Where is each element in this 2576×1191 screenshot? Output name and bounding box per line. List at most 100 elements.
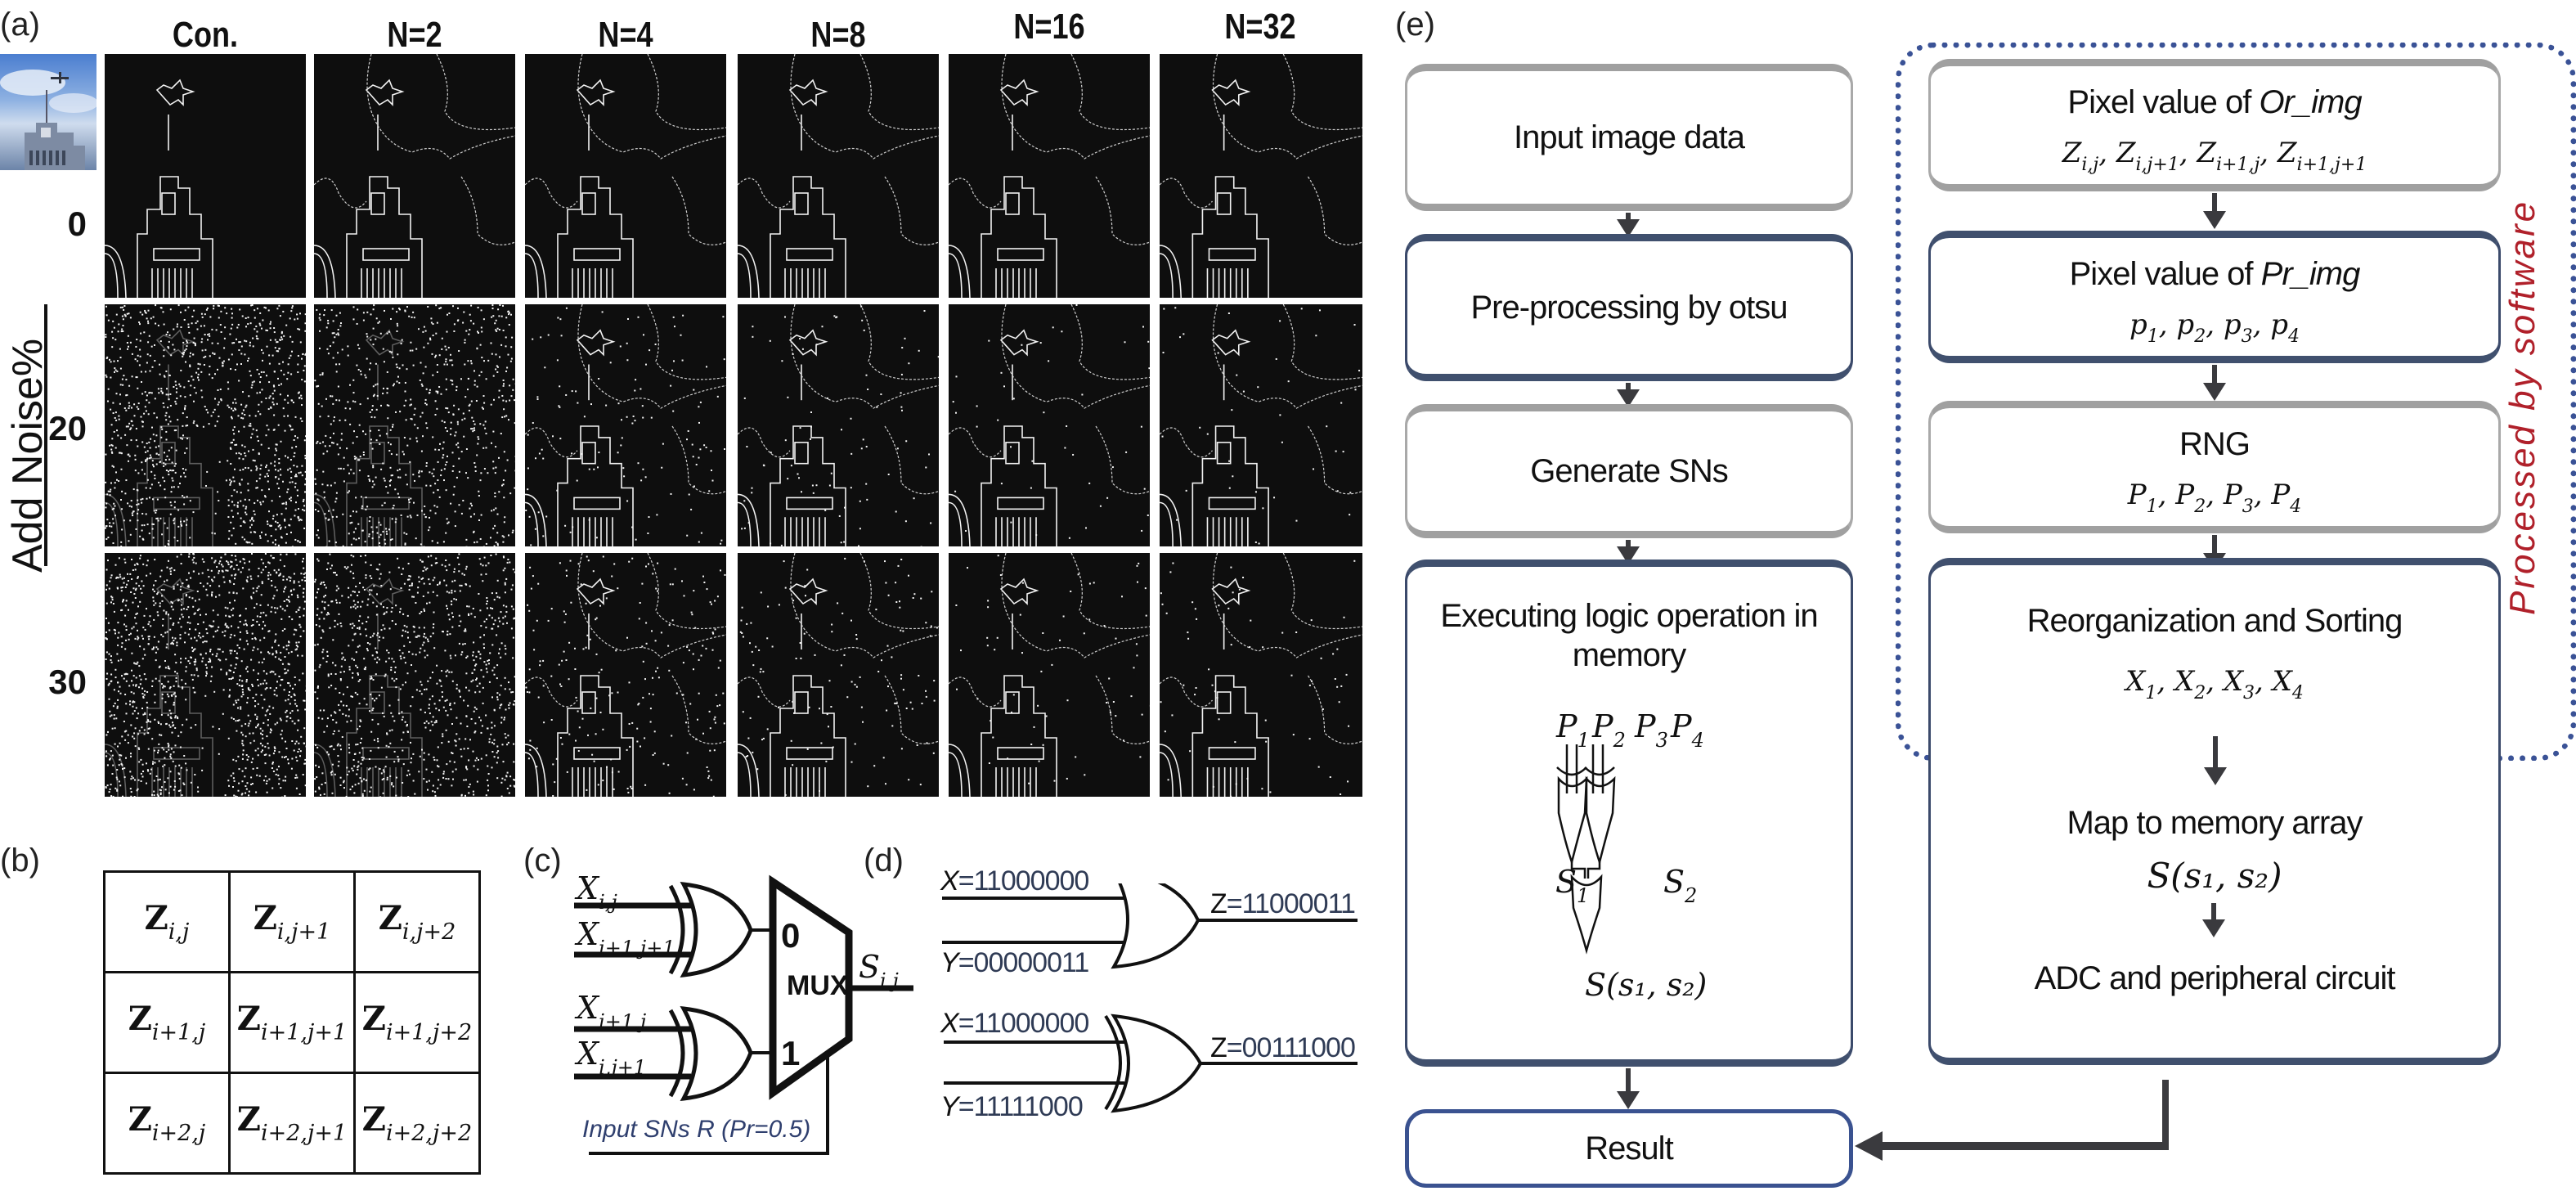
box-math: X1, X2, X3, X4 (1931, 665, 2498, 703)
var-name: Y (940, 1091, 959, 1122)
math-base: P (1671, 708, 1692, 744)
title-italic: Or_img (2259, 84, 2362, 120)
flow-box-preprocessing: Pre-processing by otsu (1405, 234, 1853, 381)
separator: , (2255, 665, 2273, 698)
math-sub: 4 (2290, 497, 2302, 517)
math-sub: 4 (2291, 683, 2304, 703)
box-math: p1, p2, p3, p4 (1931, 308, 2498, 347)
math-sub: 1 (2145, 683, 2157, 703)
software-region-label: Processed by software (2502, 199, 2542, 615)
math-sub: i+1,j+1 (2296, 155, 2367, 175)
math-base: p (2223, 308, 2242, 341)
title-text: Pixel value of (2069, 256, 2261, 292)
math-base: X (577, 916, 599, 952)
input-x-i1j1: Xi+1,j+1 (577, 916, 675, 960)
xor-y-label: Y=11111000 (940, 1091, 1084, 1123)
edge-result-image (738, 54, 939, 298)
math-base: P (2271, 479, 2291, 511)
math-sub: i,j (880, 969, 899, 992)
arrow-down-icon (1617, 1068, 1640, 1109)
input-x-i1j: Xi+1,j (577, 990, 646, 1033)
math-sub: i,j+1 (276, 919, 331, 945)
box-title: Reorganization and Sorting (2026, 603, 2403, 639)
connector-line (1881, 1142, 2169, 1150)
math-sub: 2 (1613, 729, 1626, 752)
edge-result-image (738, 304, 939, 546)
separator: , (2156, 665, 2174, 698)
original-image-thumbnail (0, 54, 96, 170)
row-axis-underline (44, 304, 47, 566)
xor-gate-1 (668, 884, 685, 975)
edge-result-image (1160, 304, 1362, 546)
arrow-down-icon (1617, 383, 1640, 407)
mux-output-s-ij: Si,j (859, 949, 899, 992)
math-sub: i+2,j+2 (386, 1121, 473, 1146)
math-sub: 3 (1655, 729, 1668, 752)
input-x-ij1: Xi,j+1 (577, 1036, 646, 1079)
grid-cell: Zi,j (103, 870, 231, 973)
arrow-left-icon (1855, 1131, 1883, 1161)
arrow-down-icon (2203, 193, 2226, 229)
flow-box-reorganization: Reorganization and Sorting X1, X2, X3, X… (1928, 558, 2501, 1065)
tree-input-p3: P3 (1635, 708, 1668, 752)
grid-cell: Zi+2,j+2 (353, 1072, 481, 1175)
edge-result-image (1160, 553, 1362, 797)
math-sub: i,j+1 (599, 1056, 647, 1079)
math-sub: 4 (2287, 326, 2300, 347)
or-z-label: Z=11000011 (1210, 888, 1356, 920)
math-base: X (2174, 665, 2195, 698)
math-base: Z (2277, 137, 2297, 169)
bit-value: =11000011 (1226, 888, 1356, 919)
xor-gate-right-body (1585, 775, 1616, 866)
edge-result-image (105, 54, 306, 298)
separator: , (2158, 308, 2177, 341)
tree-output: S(s₁, s₂) (1585, 967, 1708, 1003)
math-sub: i,j+2 (402, 919, 456, 945)
math-base: X (2125, 665, 2146, 698)
xor-gate-right (1584, 766, 1615, 776)
mux-label: MUX (787, 970, 849, 1001)
row-label-noise: 0 (67, 204, 87, 243)
grid-cell: Zi+2,j+1 (228, 1072, 356, 1175)
math-base: P (1556, 708, 1577, 744)
input-x-ij: Xi,j (577, 870, 617, 914)
arrow-down-icon (2204, 736, 2227, 785)
xor-gate-2-body (680, 1005, 753, 1102)
box-title: Executing logic operation in memory (1440, 598, 1818, 673)
math-sub: i+1,j (2216, 155, 2260, 175)
edge-result-image (949, 54, 1150, 298)
math-base: Z (378, 899, 402, 937)
select-wire (589, 1055, 829, 1155)
math-sub: i+2,j+1 (261, 1121, 348, 1146)
map-to-memory-label: Map to memory array (2067, 805, 2363, 841)
box-title: RNG (2179, 426, 2251, 462)
math-base: S (859, 949, 881, 985)
flow-box-pixel-or-img: Pixel value of Or_img Zi,j, Zi,j+1, Zi+1… (1928, 59, 2501, 191)
math-base: X (577, 990, 599, 1026)
grid-cell: Zi+1,j+1 (228, 971, 356, 1074)
edge-result-image (949, 553, 1150, 797)
math-base: P (1592, 708, 1613, 744)
math-sub: 1 (1577, 729, 1590, 752)
math-base: P (1635, 708, 1656, 744)
xor-gate-left (1556, 766, 1587, 776)
math-base: Z (236, 1000, 261, 1038)
math-sub: 3 (2241, 326, 2253, 347)
math-sub: 1 (2147, 326, 2159, 347)
box-title: Result (1585, 1130, 1673, 1166)
panel-c-label: (c) (523, 843, 562, 879)
math-base: X (577, 1036, 599, 1072)
xor-z-label: Z=00111000 (1210, 1032, 1356, 1064)
var-name: Z (1210, 1032, 1227, 1063)
or-y-label: Y=00000011 (940, 947, 1089, 979)
mux-block (769, 874, 853, 1100)
box-title: Generate SNs (1530, 453, 1728, 489)
box-title: Input image data (1514, 119, 1745, 155)
math-base: Z (2062, 137, 2082, 169)
flow-box-pixel-pr-img: Pixel value of Pr_img p1, p2, p3, p4 (1928, 231, 2501, 363)
panel-e-label: (e) (1395, 7, 1435, 43)
grid-cell: Zi+1,j (103, 971, 231, 1074)
edge-result-image (949, 304, 1150, 546)
